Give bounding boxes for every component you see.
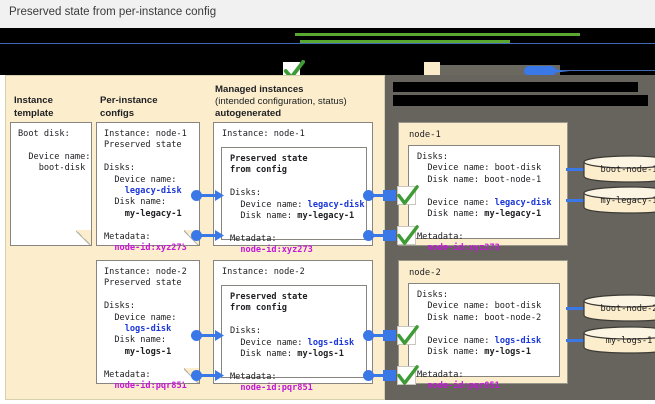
node-card-node-2-title: node-2 (409, 268, 441, 278)
disk-cylinder-icon-my-legacy-1: my-legacy-1 (583, 186, 655, 214)
connector-dot-icon (191, 230, 202, 241)
disk-label: boot-node-2 (600, 304, 655, 314)
disk-label: boot-node-1 (600, 165, 655, 175)
arrow-right-icon (215, 330, 224, 341)
connector-line (371, 194, 385, 197)
connector-square-icon (383, 190, 396, 201)
managed-instance-card-node-2-title: Instance: node-2 (222, 267, 305, 277)
arrow-right-icon (215, 230, 224, 241)
check-icon (397, 225, 419, 245)
connector-dot-icon (363, 230, 374, 241)
connector-square-icon (383, 330, 396, 341)
connector-dot-icon (191, 330, 202, 341)
disk-cylinder-icon-my-logs-1: my-logs-1 (583, 326, 655, 354)
connector-line (199, 334, 217, 337)
caption-bar: Preserved state from per-instance config (0, 0, 655, 28)
connector-dot-icon (191, 370, 202, 381)
legend-rule (0, 43, 655, 44)
disk-connector-line (566, 339, 584, 342)
node-card-node-2-body: Disks: Device name: boot-disk Disk name:… (417, 290, 542, 392)
legend-rule-right (560, 70, 655, 71)
managed-instance-card-node-1-body: Preserved state from config Disks: Devic… (230, 154, 365, 256)
connector-square-icon (383, 370, 396, 381)
arrow-right-icon (215, 190, 224, 201)
instance-template-card: Boot disk: Device name: boot-disk (10, 122, 92, 246)
disk-connector-line (566, 199, 584, 202)
node-card-node-1-body: Disks: Device name: boot-disk Disk name:… (417, 152, 552, 254)
disk-label: my-logs-1 (605, 336, 653, 346)
per-instance-config-card-node-2-body: Instance: node-2 Preserved state Disks: … (104, 267, 187, 392)
per-instance-config-card-node-1-body: Instance: node-1 Preserved state Disks: … (104, 129, 187, 254)
connector-dot-icon (363, 190, 374, 201)
disk-cylinder-icon-boot-node-1: boot-node-1 (583, 155, 655, 183)
managed-instance-card-node-1-title: Instance: node-1 (222, 129, 305, 139)
legend-band-redacted (0, 28, 655, 80)
check-icon (397, 325, 419, 345)
per-instance-config-card-node-1: Instance: node-1 Preserved state Disks: … (96, 122, 200, 253)
node-card-node-1: node-1 Disks: Device name: boot-disk Dis… (398, 122, 568, 253)
check-icon (397, 185, 419, 205)
connector-line (371, 334, 385, 337)
connector-dot-icon (363, 370, 374, 381)
column-heading-managed-instances-autogenerated: autogenerated (215, 108, 282, 119)
connector-dot-icon (363, 330, 374, 341)
runtime-panel-header-redacted-1 (393, 82, 638, 92)
managed-instance-card-node-2-inner: Preserved state from config Disks: Devic… (221, 285, 367, 393)
managed-instance-card-node-1: Instance: node-1 Preserved state from co… (213, 122, 373, 255)
disk-connector-line (566, 168, 584, 171)
managed-instance-card-node-2: Instance: node-2 Preserved state from co… (213, 260, 373, 393)
connector-line (199, 374, 217, 377)
connector-square-icon (383, 230, 396, 241)
runtime-panel-header-redacted-2 (393, 95, 648, 106)
node-card-node-2-inner: Disks: Device name: boot-disk Disk name:… (408, 283, 560, 391)
connector-line (199, 194, 217, 197)
legend-cream-swatch (424, 62, 440, 79)
disk-label: my-legacy-1 (600, 196, 655, 206)
instance-template-card-body: Boot disk: Device name: boot-disk (18, 129, 91, 174)
connector-line (371, 374, 385, 377)
per-instance-config-card-node-2: Instance: node-2 Preserved state Disks: … (96, 260, 200, 391)
connector-line (371, 234, 385, 237)
managed-instance-card-node-2-body: Preserved state from config Disks: Devic… (230, 292, 355, 394)
column-heading-managed-instances-sub: (intended configuration, status) (215, 96, 347, 107)
node-card-node-1-inner: Disks: Device name: boot-disk Disk name:… (408, 145, 560, 253)
managed-instance-card-node-1-inner: Preserved state from config Disks: Devic… (221, 147, 367, 255)
legend-green-line (295, 33, 580, 36)
legend-green-line-2 (300, 40, 510, 43)
connector-dot-icon (191, 190, 202, 201)
node-card-node-2: node-2 Disks: Device name: boot-disk Dis… (398, 260, 568, 391)
arrow-right-icon (552, 69, 570, 73)
check-icon (397, 365, 419, 385)
column-heading-managed-instances: Managed instances (215, 84, 304, 95)
arrow-right-icon (215, 370, 224, 381)
node-card-node-1-title: node-1 (409, 130, 441, 140)
disk-connector-line (566, 307, 584, 310)
connector-line (199, 234, 217, 237)
legend-blue-connector (524, 66, 556, 76)
legend-gray-swatch (440, 65, 560, 76)
disk-cylinder-icon-boot-node-2: boot-node-2 (583, 294, 655, 322)
page-title: Preserved state from per-instance config (9, 6, 217, 18)
